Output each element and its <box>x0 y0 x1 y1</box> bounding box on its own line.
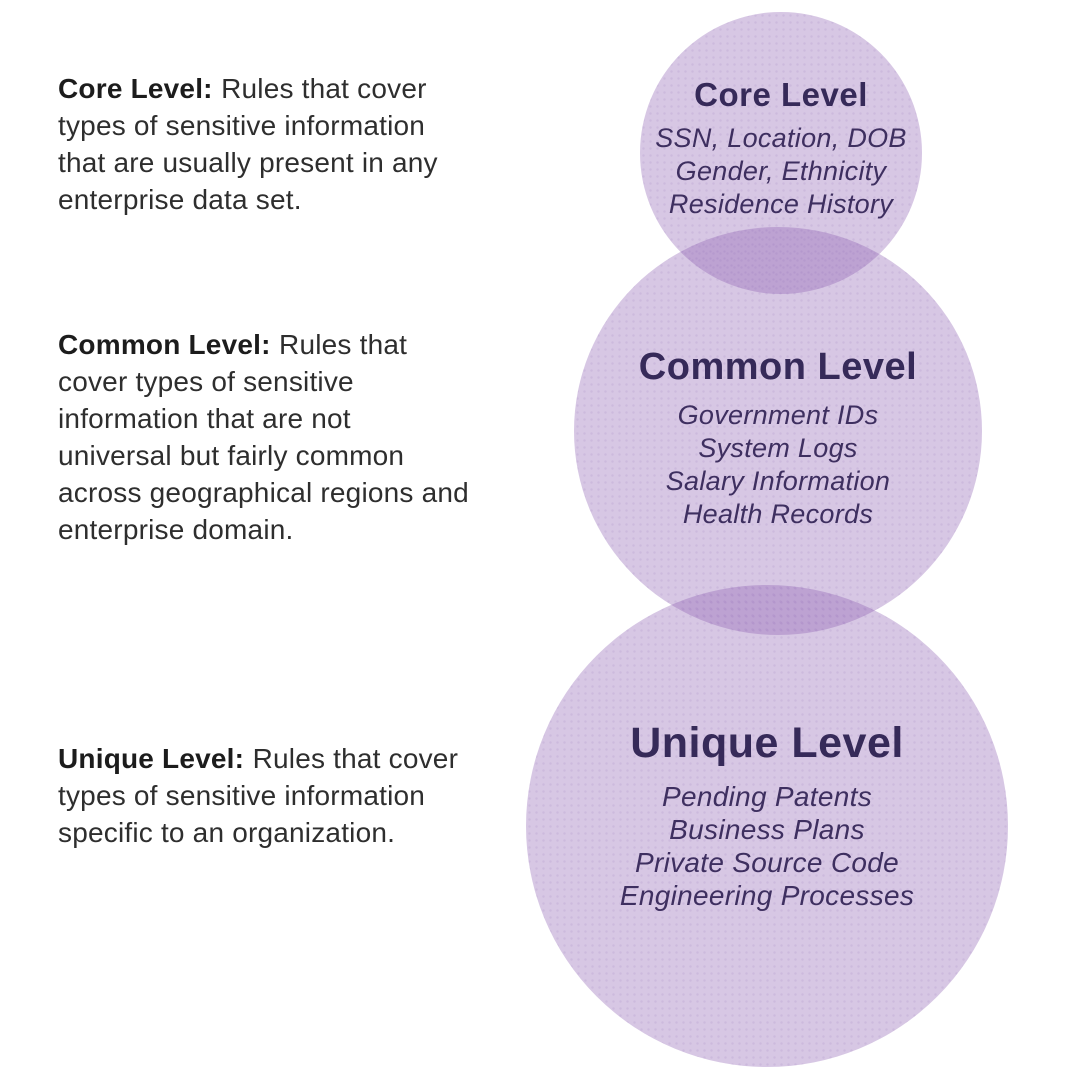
description-unique-label: Unique Level: <box>58 743 245 774</box>
description-common-text: Rules that cover types of sensitive info… <box>58 329 469 545</box>
circle-core-item: SSN, Location, DOB <box>655 123 907 153</box>
circle-unique-content: Unique Level Pending Patents Business Pl… <box>526 718 1008 912</box>
description-unique: Unique Level:Rules that cover types of s… <box>58 740 470 851</box>
circle-common-item: Government IDs <box>677 400 879 430</box>
venn-circle-common <box>574 227 982 635</box>
circle-unique-item: Engineering Processes <box>619 880 915 911</box>
circle-common-item: System Logs <box>698 433 858 463</box>
circle-common-item: Health Records <box>682 499 874 529</box>
venn-circle-unique <box>526 585 1008 1067</box>
description-core-label: Core Level: <box>58 73 213 104</box>
venn-circle-core <box>640 12 922 294</box>
description-core: Core Level:Rules that cover types of sen… <box>58 70 470 218</box>
circle-unique-item: Business Plans <box>669 814 865 845</box>
circle-common-item: Salary Information <box>665 466 891 496</box>
circle-unique-item: Private Source Code <box>634 847 900 878</box>
circle-core-item: Residence History <box>668 189 894 219</box>
circle-unique-item: Pending Patents <box>662 781 872 812</box>
description-common: Common Level:Rules that cover types of s… <box>58 326 470 548</box>
circle-unique-title: Unique Level <box>630 719 904 767</box>
circle-core-item: Gender, Ethnicity <box>675 156 887 186</box>
circle-core-content: Core Level SSN, Location, DOB Gender, Et… <box>640 76 922 221</box>
circle-common-content: Common Level Government IDs System Logs … <box>574 345 982 531</box>
circle-core-title: Core Level <box>694 76 868 113</box>
circle-common-title: Common Level <box>638 346 918 388</box>
description-unique-text: Rules that cover types of sensitive info… <box>58 743 459 848</box>
description-common-label: Common Level: <box>58 329 271 360</box>
description-core-text: Rules that cover types of sensitive info… <box>58 73 438 215</box>
